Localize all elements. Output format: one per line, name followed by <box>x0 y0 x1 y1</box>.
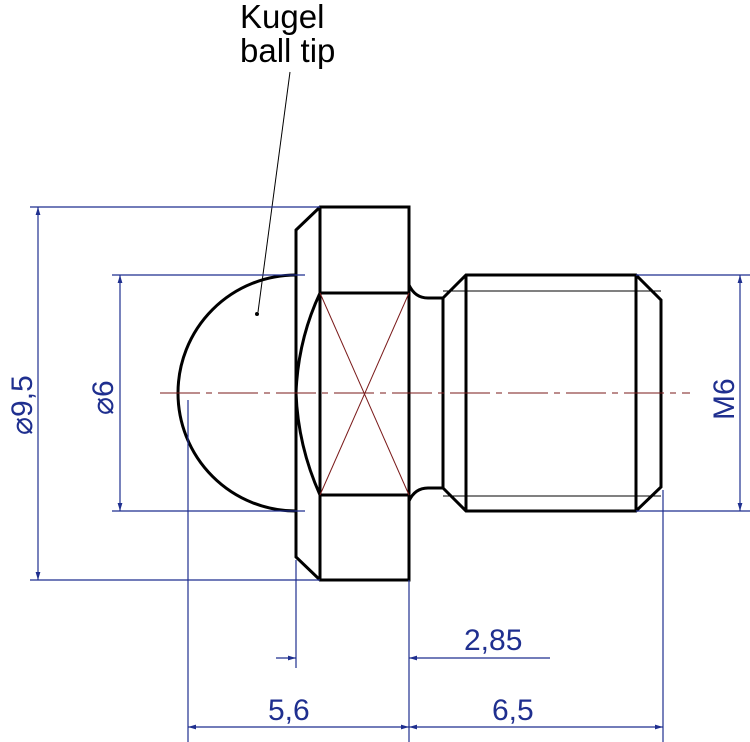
centerlines <box>160 292 690 496</box>
leader-dot <box>255 312 259 316</box>
hex-face-curve <box>294 292 322 496</box>
leader-line <box>257 71 291 313</box>
dim-right-length: 6,5 <box>492 694 534 727</box>
dim-head-width: 2,85 <box>464 624 522 657</box>
leader: Kugel ball tip <box>240 0 335 316</box>
dim-left-length: 5,6 <box>268 694 310 727</box>
label-kugel: Kugel <box>240 0 324 35</box>
dim-ball-diameter: ⌀6 <box>87 380 120 415</box>
dim-outer-diameter: ⌀9,5 <box>6 375 39 435</box>
hex-face-cross <box>319 292 410 496</box>
label-ball-tip: ball tip <box>240 32 335 69</box>
dim-thread: M6 <box>708 378 741 420</box>
dimension-lines: ⌀9,5 ⌀6 M6 2,85 5,6 6,5 <box>6 206 750 742</box>
